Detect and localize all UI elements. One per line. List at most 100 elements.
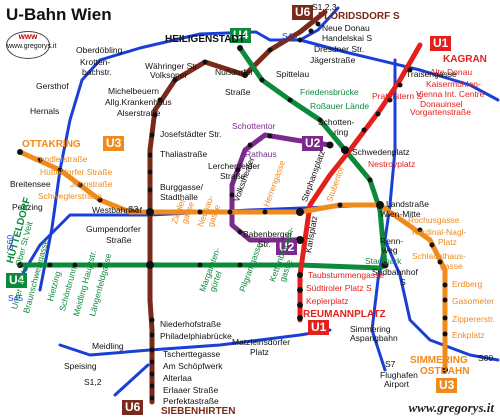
station-label-s45-top[interactable]: S45: [282, 31, 298, 41]
station-label-rossauer[interactable]: Roßauer Lände: [310, 101, 370, 111]
station-label-kendler[interactable]: Kendlerstraße: [34, 154, 88, 164]
station-label-gasometer[interactable]: Gasometer: [452, 296, 495, 306]
station-label-penzing[interactable]: Penzing: [12, 202, 43, 212]
station-label-rennweg2[interactable]: weg: [382, 245, 398, 255]
station-label-erdberg[interactable]: Erdberg: [452, 279, 483, 289]
station-label-friedensbruecke[interactable]: Friedensbrücke: [300, 87, 359, 97]
station-label-floridsdorf[interactable]: FLORIDSDORF S: [318, 11, 400, 22]
station-label-s12-low[interactable]: S1,2: [84, 377, 102, 387]
station-label-stadtpark[interactable]: Stadtpark: [365, 256, 402, 266]
station-label-traisengasse[interactable]: Traisengasse: [406, 69, 457, 79]
station-label-s123[interactable]: S1,2,3: [312, 2, 337, 12]
station-label-philadelphia[interactable]: Philadelphiabrücke: [160, 331, 232, 341]
station-label-lerchenfelder[interactable]: Lerchenfelder: [208, 161, 260, 171]
station-label-neue-donau[interactable]: Neue Donau: [322, 23, 370, 33]
station-label-schweglerstr[interactable]: Schweglerstraße: [38, 191, 102, 201]
station-label-akh[interactable]: Allg.Krankenhaus: [105, 97, 172, 107]
station-label-kagran[interactable]: KAGRAN: [443, 54, 487, 65]
station-label-rochusgasse[interactable]: Rochusgasse: [408, 215, 460, 225]
site-credit[interactable]: www.gregorys.it: [408, 400, 494, 415]
station-label-stadthalle[interactable]: Stadthalle: [160, 192, 198, 202]
station-label-heiligenstadt[interactable]: HEILIGENSTADT: [165, 34, 245, 45]
station-label-volksoper[interactable]: Volksoper: [150, 70, 188, 80]
station-label-landstrasse[interactable]: Landstraße: [386, 199, 429, 209]
station-label-kaisermuehlen[interactable]: Kaisermühlen-: [426, 79, 481, 89]
station-label-matzleinsdorfer[interactable]: Matzleinsdorfer: [232, 337, 291, 347]
station-label-handelskai[interactable]: Handelskai S: [322, 33, 373, 43]
station-label-wahringer[interactable]: Währinger Str.: [145, 61, 200, 71]
station-label-krottenbach[interactable]: Krotten-: [80, 57, 111, 67]
station-label-jaegerstrasse[interactable]: Jägerstraße: [310, 55, 356, 65]
station-label-aspangbahn[interactable]: Aspangbahn: [350, 333, 398, 343]
station-label-oberdoebling[interactable]: Oberdöbling: [76, 45, 123, 55]
station-label-s3[interactable]: S3: [128, 204, 139, 214]
station-label-keplerplatz[interactable]: Keplerplatz: [306, 296, 349, 306]
station-label-nussdorfer2[interactable]: Straße: [225, 87, 251, 97]
station-label-vic[interactable]: Vienna Int. Centre: [416, 89, 485, 99]
station-label-kardinal[interactable]: Kardinal-Nagl-: [412, 227, 467, 237]
station-label-flughafen[interactable]: Flughafen: [380, 370, 418, 380]
station-label-perfekta[interactable]: Perfektastraße: [163, 396, 219, 406]
station-label-simmering[interactable]: SIMMERING: [410, 355, 468, 366]
station-label-huetteldorfer[interactable]: Hütteldorfer Straße: [40, 167, 113, 177]
station-label-babenberger2[interactable]: Str.: [258, 239, 271, 249]
station-label-niederhof[interactable]: Niederhofstraße: [160, 319, 221, 329]
station-label-schoepfwerk[interactable]: Am Schöpfwerk: [163, 361, 223, 371]
station-label-schottentor[interactable]: Schottentor: [232, 121, 276, 131]
station-label-ostbahn[interactable]: OSTBAHN: [420, 366, 470, 377]
station-label-schlachthaus2[interactable]: gasse: [440, 261, 463, 271]
station-label-babenberger[interactable]: Babenberger: [243, 229, 293, 239]
station-label-praterstern[interactable]: Praterstern S: [372, 91, 423, 101]
station-label-donauinsel[interactable]: Donauinsel: [420, 99, 463, 109]
station-label-s60[interactable]: S60: [5, 234, 15, 250]
station-label-schottenring2[interactable]: ring: [334, 127, 349, 137]
station-label-gumpendorfer2[interactable]: Straße: [106, 235, 132, 245]
station-label-erlaaer[interactable]: Erlaaer Straße: [163, 385, 219, 395]
station-label-kardinal2[interactable]: Platz: [438, 237, 457, 247]
station-label-strasse[interactable]: Straße: [220, 171, 246, 181]
station-label-gersthof[interactable]: Gersthof: [36, 81, 69, 91]
station-label-enkplatz[interactable]: Enkplatz: [452, 330, 485, 340]
station-label-alserstrasse[interactable]: Alserstraße: [117, 108, 161, 118]
station-label-rathaus[interactable]: Rathaus: [245, 149, 277, 159]
station-label-gumpendorfer[interactable]: Gumpendorfer: [86, 224, 141, 234]
station-label-suedtiroler[interactable]: Südtiroler Platz S: [306, 283, 372, 293]
station-label-michelbeuern[interactable]: Michelbeuern: [108, 86, 160, 96]
station-label-dresdner[interactable]: Dresdner Str.: [314, 44, 365, 54]
station-label-nestroyplatz[interactable]: Nestroyplatz: [368, 159, 416, 169]
station-label-breitensee[interactable]: Breitensee: [10, 179, 51, 189]
station-label-schottenring[interactable]: Schotten-: [318, 117, 355, 127]
station-label-siebenhirten[interactable]: SIEBENHIRTEN: [161, 406, 236, 417]
station-label-reumann[interactable]: REUMANNPLATZ: [303, 309, 386, 320]
station-label-s45-left[interactable]: S45: [8, 293, 24, 303]
station-label-ottakring[interactable]: OTTAKRING: [22, 139, 81, 150]
station-label-wien-mitte[interactable]: Wien-Mitte: [380, 209, 421, 219]
station-label-suedbahnhof[interactable]: Südbahnhof: [372, 267, 418, 277]
station-label-schwedenplatz[interactable]: Schwedenplatz: [352, 147, 410, 157]
station-label-spittelau[interactable]: Spittelau: [276, 69, 310, 79]
station-label-airport[interactable]: Airport: [384, 379, 410, 389]
station-label-tscherttegasse[interactable]: Tscherttegasse: [163, 349, 221, 359]
station-label-hernals[interactable]: Hernals: [30, 106, 60, 116]
station-label-s80[interactable]: S80: [478, 353, 494, 363]
station-label-speising[interactable]: Speising: [64, 361, 97, 371]
station-label-zippererstr[interactable]: Zippererstr.: [452, 314, 495, 324]
station-label-vorgarten[interactable]: Vorgartenstraße: [410, 107, 471, 117]
station-label-thaliastrasse[interactable]: Thaliastraße: [160, 149, 208, 159]
station-label-westbahnhof[interactable]: Westbahnhof: [92, 205, 142, 215]
station-label-s-label[interactable]: S: [400, 277, 406, 287]
station-label-burggasse[interactable]: Burggasse/: [160, 182, 203, 192]
station-label-nussdorfer[interactable]: Nußdorfer: [215, 67, 254, 77]
station-label-taubstummen[interactable]: Taubstummengasse: [308, 270, 385, 280]
station-label-s7[interactable]: S7: [385, 359, 396, 369]
station-label-rennweg[interactable]: Renn-: [380, 236, 404, 246]
station-label-schlachthaus[interactable]: Schlachthaus-: [412, 251, 466, 261]
station-label-simmering-asp[interactable]: Simmering: [350, 324, 391, 334]
station-label-alterlaa[interactable]: Alterlaa: [163, 373, 192, 383]
station-label-alte-donau[interactable]: Alte Donau: [430, 67, 473, 77]
station-label-johnstrasse[interactable]: Johnstraße: [70, 179, 113, 189]
station-label-krottenbach2[interactable]: bachstr.: [82, 67, 112, 77]
station-label-meidling[interactable]: Meidling: [92, 341, 124, 351]
station-label-matzleinsdorfer2[interactable]: Platz: [250, 347, 269, 357]
